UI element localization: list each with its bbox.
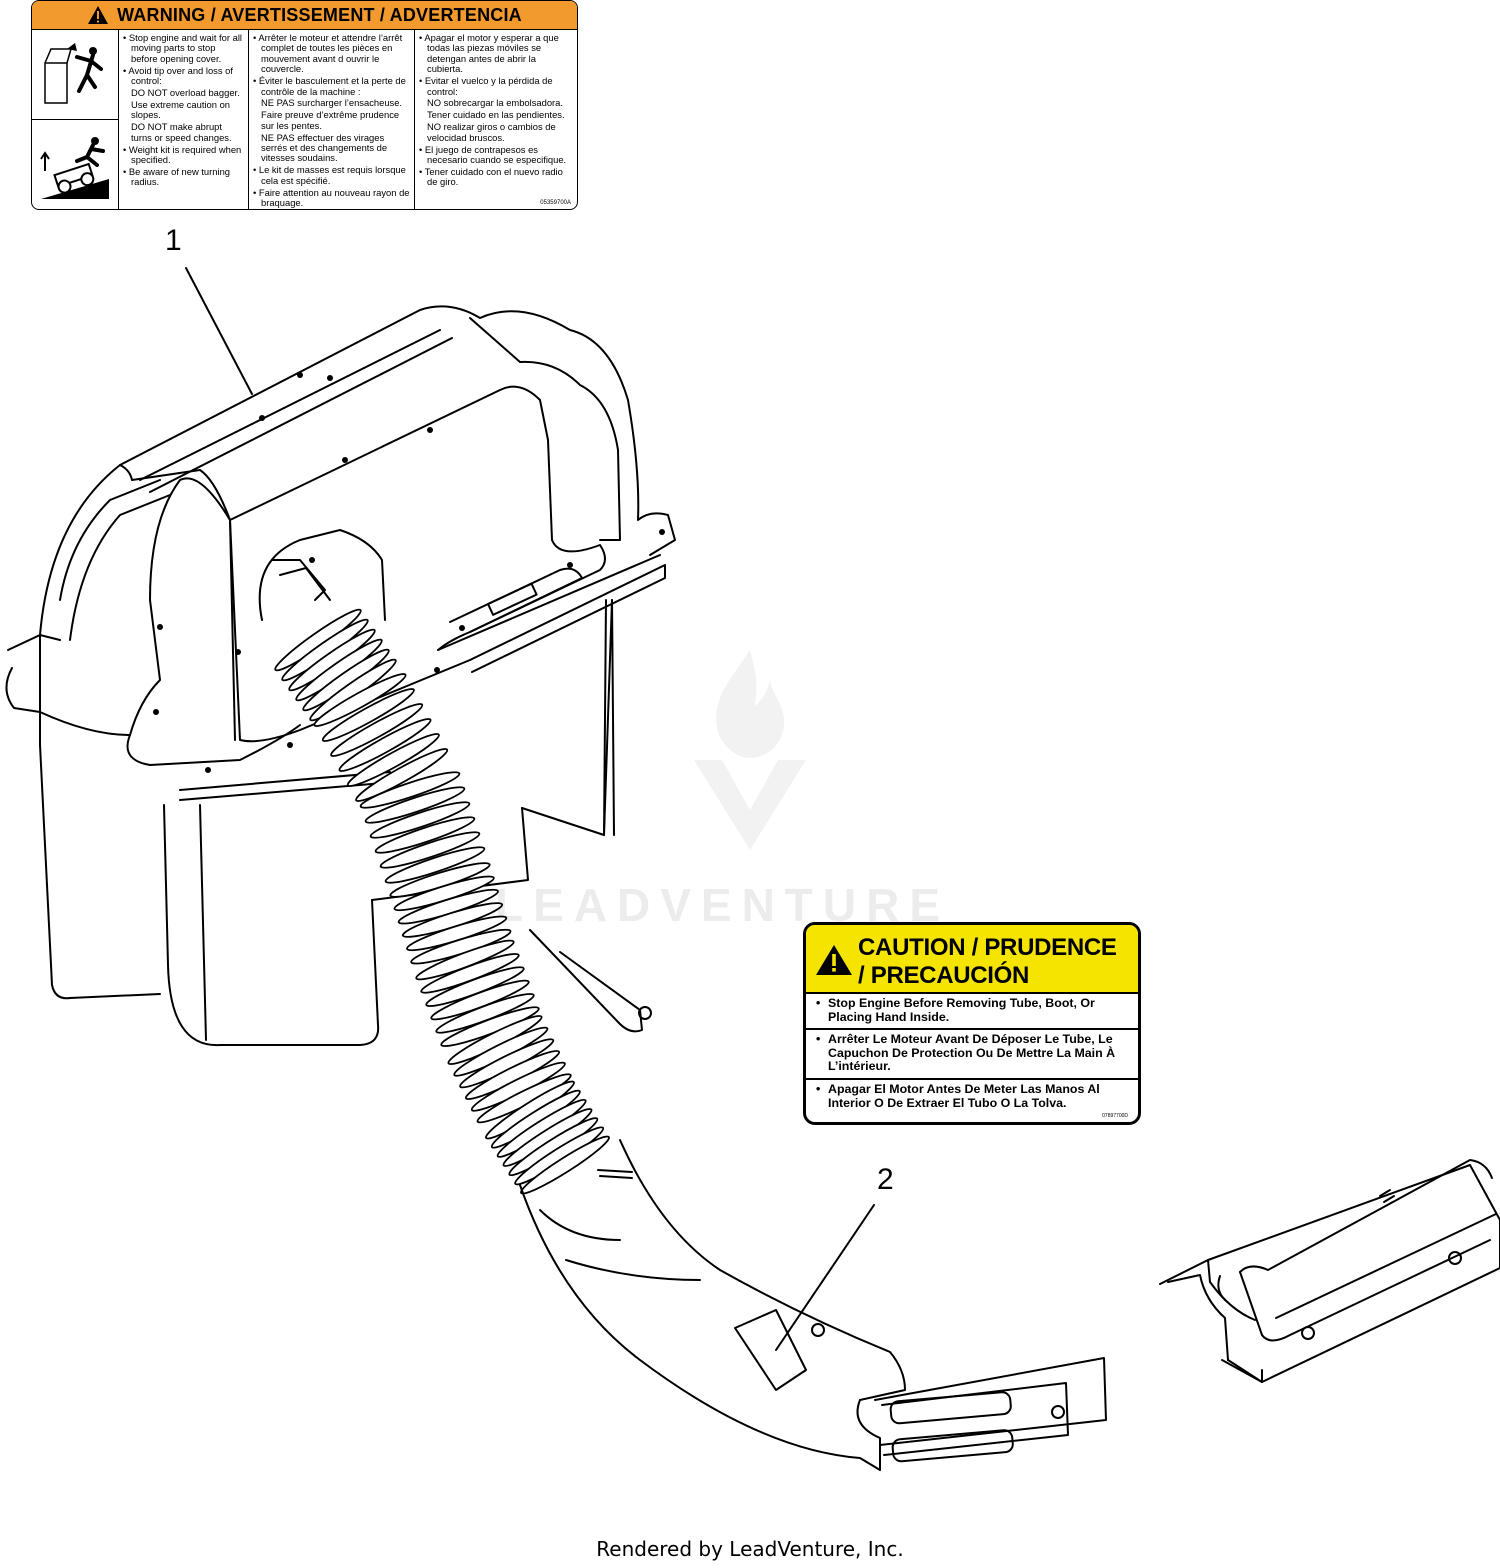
bagger-container (5, 305, 676, 1047)
warning-spanish-line: Tener cuidado con el nuevo radio de giro… (419, 166, 573, 188)
callout-2: 2 (877, 1163, 894, 1196)
hose-rib (346, 733, 440, 787)
warning-part-number: 05359700A (540, 200, 571, 206)
warning-english-line: DO NOT make abrupt turns or speed change… (131, 121, 232, 143)
warning-english-column: Stop engine and wait for all moving part… (118, 30, 248, 209)
warning-spanish-line: Evitar el vuelco y la pérdida de control… (419, 75, 573, 97)
hose-rib (364, 786, 466, 824)
warning-spanish-column: Apagar el motor y esperar a que todas la… (414, 30, 577, 209)
tip-over-hazard-icon (32, 120, 118, 209)
warning-french-line: NE PAS effectuer des virages serrés et d… (261, 131, 388, 164)
moving-parts-hazard-icon (32, 30, 118, 120)
hose-rib (384, 846, 486, 884)
caution-decal-placeholder (734, 1309, 807, 1391)
warning-french-line: Éviter le basculement et la perte de con… (253, 75, 410, 97)
caution-item-spanish: •Apagar El Motor Antes De Meter Las Mano… (816, 1082, 1100, 1110)
chute-boot (856, 1357, 1107, 1471)
warning-english-line: Use extreme caution on slopes. (131, 98, 231, 121)
caution-item-english: •Stop Engine Before Removing Tube, Boot,… (806, 994, 1138, 1030)
hose-collar (258, 529, 386, 621)
caution-title-line2: / PRECAUCIÓN (858, 962, 1030, 989)
warning-spanish-line: El juego de contrapesos es necesario cua… (419, 144, 573, 166)
warning-french-line: NE PAS surcharger l’ensacheuse. (261, 97, 403, 109)
chute-cap-part (1159, 1159, 1500, 1383)
warning-spanish-line: Apagar el motor y esperar a que todas la… (419, 32, 573, 75)
warning-french-line: Faire preuve d’extrême prudence sur les … (261, 109, 400, 131)
hose-rib (330, 703, 424, 757)
warning-english-line: DO NOT overload bagger. (131, 87, 240, 99)
callout-1-leader (185, 267, 253, 395)
warning-header: WARNING / AVERTISSEMENT / ADVERTENCIA (32, 1, 577, 30)
hose-rib (359, 771, 461, 809)
warning-triangle-icon (88, 6, 109, 24)
corrugated-hose (274, 608, 610, 1195)
leadventure-watermark-logo-icon (694, 650, 806, 850)
warning-decal: WARNING / AVERTISSEMENT / ADVERTENCIA (31, 0, 578, 210)
warning-spanish-line: NO realizar giros o cambios de velocidad… (427, 121, 556, 143)
warning-english-line: Be aware of new turning radius. (123, 166, 244, 188)
warning-english-line: Avoid tip over and loss of control: (123, 65, 244, 87)
warning-french-line: Arrêter le moteur et attendre l’arrêt co… (253, 32, 410, 75)
hose-rib (313, 673, 407, 727)
hose-rib (520, 1135, 610, 1195)
hose-rib (374, 816, 476, 854)
hose-rib (355, 748, 449, 802)
caution-decal: CAUTION / PRUDENCE / PRECAUCIÓN •Stop En… (803, 922, 1141, 1125)
callout-2-leader (775, 1204, 875, 1351)
footer-credit: Rendered by LeadVenture, Inc. (596, 1537, 904, 1561)
warning-spanish-line: NO sobrecargar la embolsadora. (427, 97, 564, 109)
hose-rib (321, 688, 415, 742)
warning-spanish-line: Tener cuidado en las pendientes. (427, 109, 565, 121)
warning-french-line: Faire attention au nouveau rayon de braq… (253, 187, 410, 209)
caution-triangle-icon (816, 945, 852, 975)
hose-rib (338, 718, 432, 772)
caution-part-number: 07897700D (1102, 1113, 1128, 1119)
warning-english-line: Stop engine and wait for all moving part… (123, 32, 244, 64)
warning-title: WARNING / AVERTISSEMENT / ADVERTENCIA (117, 4, 522, 25)
chute-tube (519, 1139, 906, 1471)
warning-french-column: Arrêter le moteur et attendre l’arrêt co… (248, 30, 414, 209)
hose-rib (369, 801, 471, 839)
warning-english-line: Weight kit is required when specified. (123, 144, 244, 166)
callout-1: 1 (165, 224, 182, 257)
caution-title-line1: CAUTION / PRUDENCE (858, 934, 1117, 961)
caution-header: CAUTION / PRUDENCE / PRECAUCIÓN (806, 925, 1138, 994)
caution-item-french: •Arrêter Le Moteur Avant De Déposer Le T… (806, 1030, 1138, 1080)
hose-rib (379, 831, 481, 869)
warning-french-line: Le kit de masses est requis lorsque cela… (253, 165, 410, 186)
